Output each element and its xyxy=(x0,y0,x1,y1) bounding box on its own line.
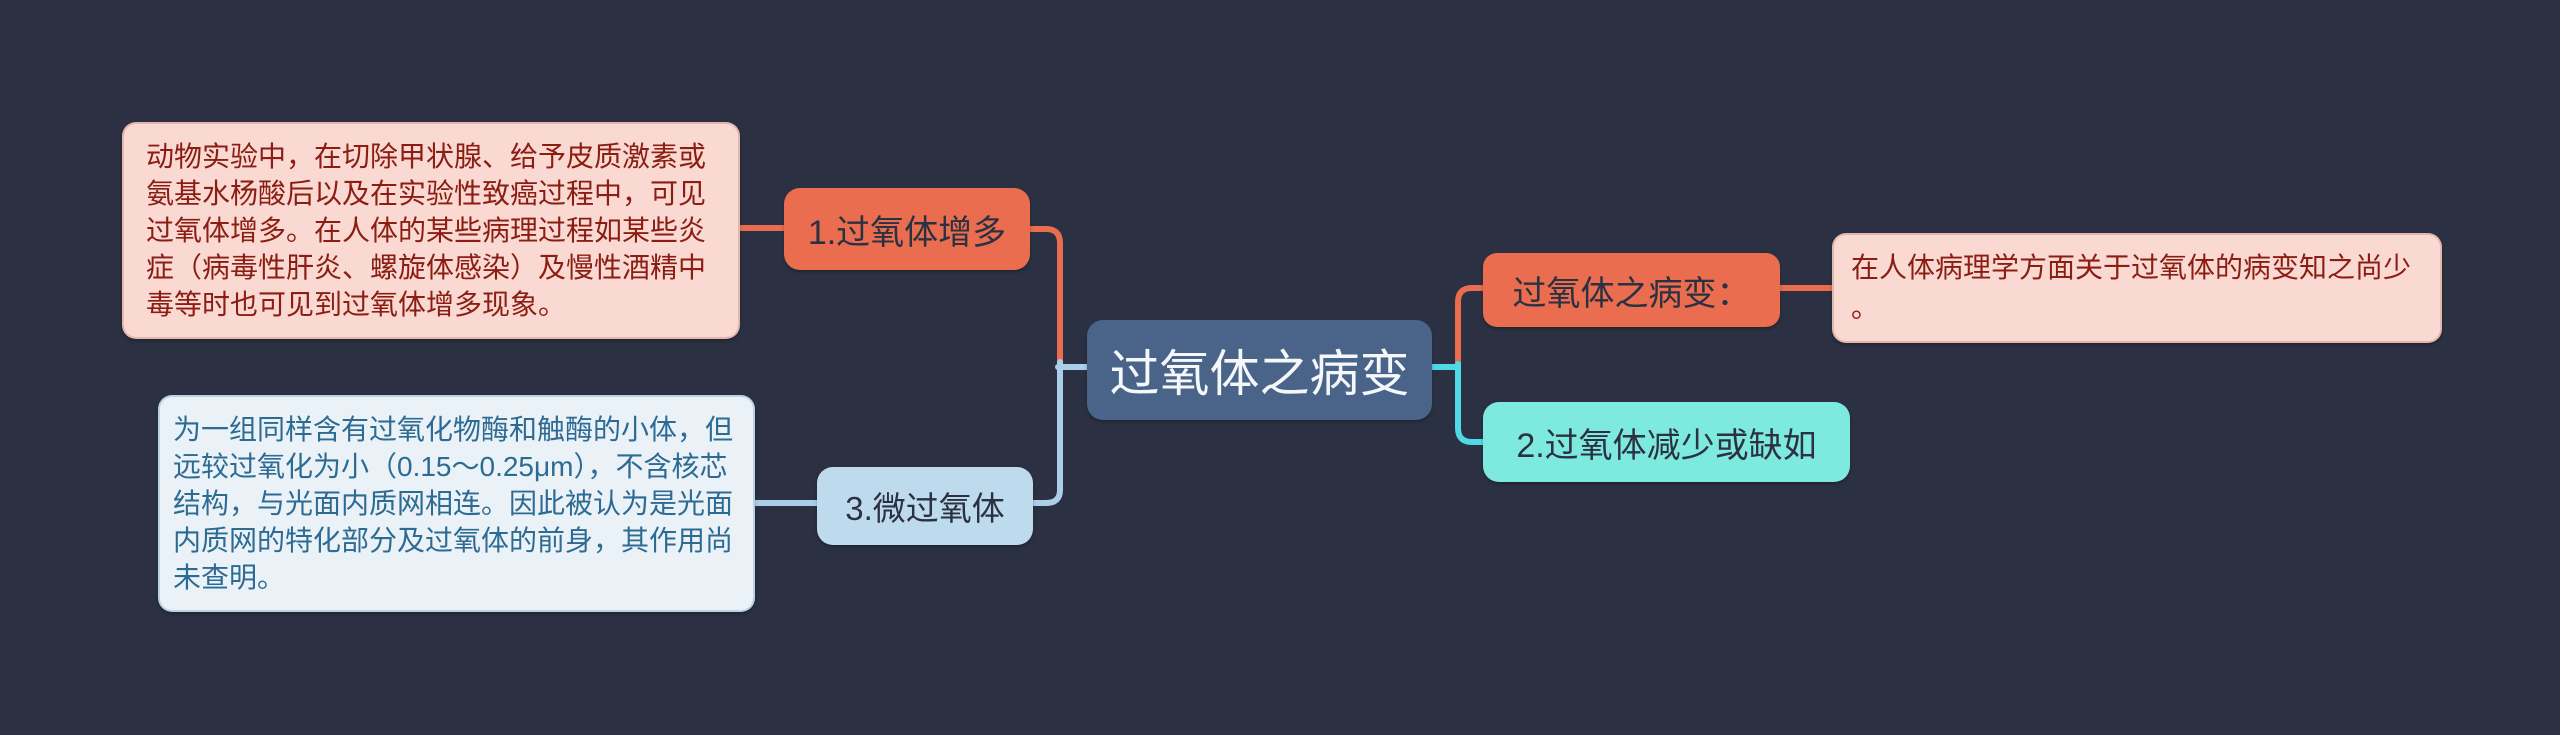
connector-branch1-to-center xyxy=(1027,226,1063,367)
connector-center-to-branch2 xyxy=(1455,361,1487,445)
branch-node-peroxisome-pathology[interactable]: 过氧体之病变： xyxy=(1483,253,1780,327)
branch-node-peroxisome-increase[interactable]: 1.过氧体增多 xyxy=(784,188,1030,270)
central-topic-node[interactable]: 过氧体之病变 xyxy=(1087,320,1432,420)
note-peroxisome-increase[interactable]: 动物实验中，在切除甲状腺、给予皮质激素或氨基水杨酸后以及在实验性致癌过程中，可见… xyxy=(122,122,740,339)
connector-center-to-branch3 xyxy=(1031,359,1063,506)
connector-center-to-right-topic xyxy=(1455,285,1487,369)
branch-node-microperoxisome[interactable]: 3.微过氧体 xyxy=(817,467,1033,545)
note-microperoxisome[interactable]: 为一组同样含有过氧化物酶和触酶的小体，但远较过氧化为小（0.15～0.25μm）… xyxy=(158,395,755,612)
note-peroxisome-pathology[interactable]: 在人体病理学方面关于过氧体的病变知之尚少。 xyxy=(1832,233,2442,343)
branch-node-peroxisome-decrease[interactable]: 2.过氧体减少或缺如 xyxy=(1483,402,1850,482)
